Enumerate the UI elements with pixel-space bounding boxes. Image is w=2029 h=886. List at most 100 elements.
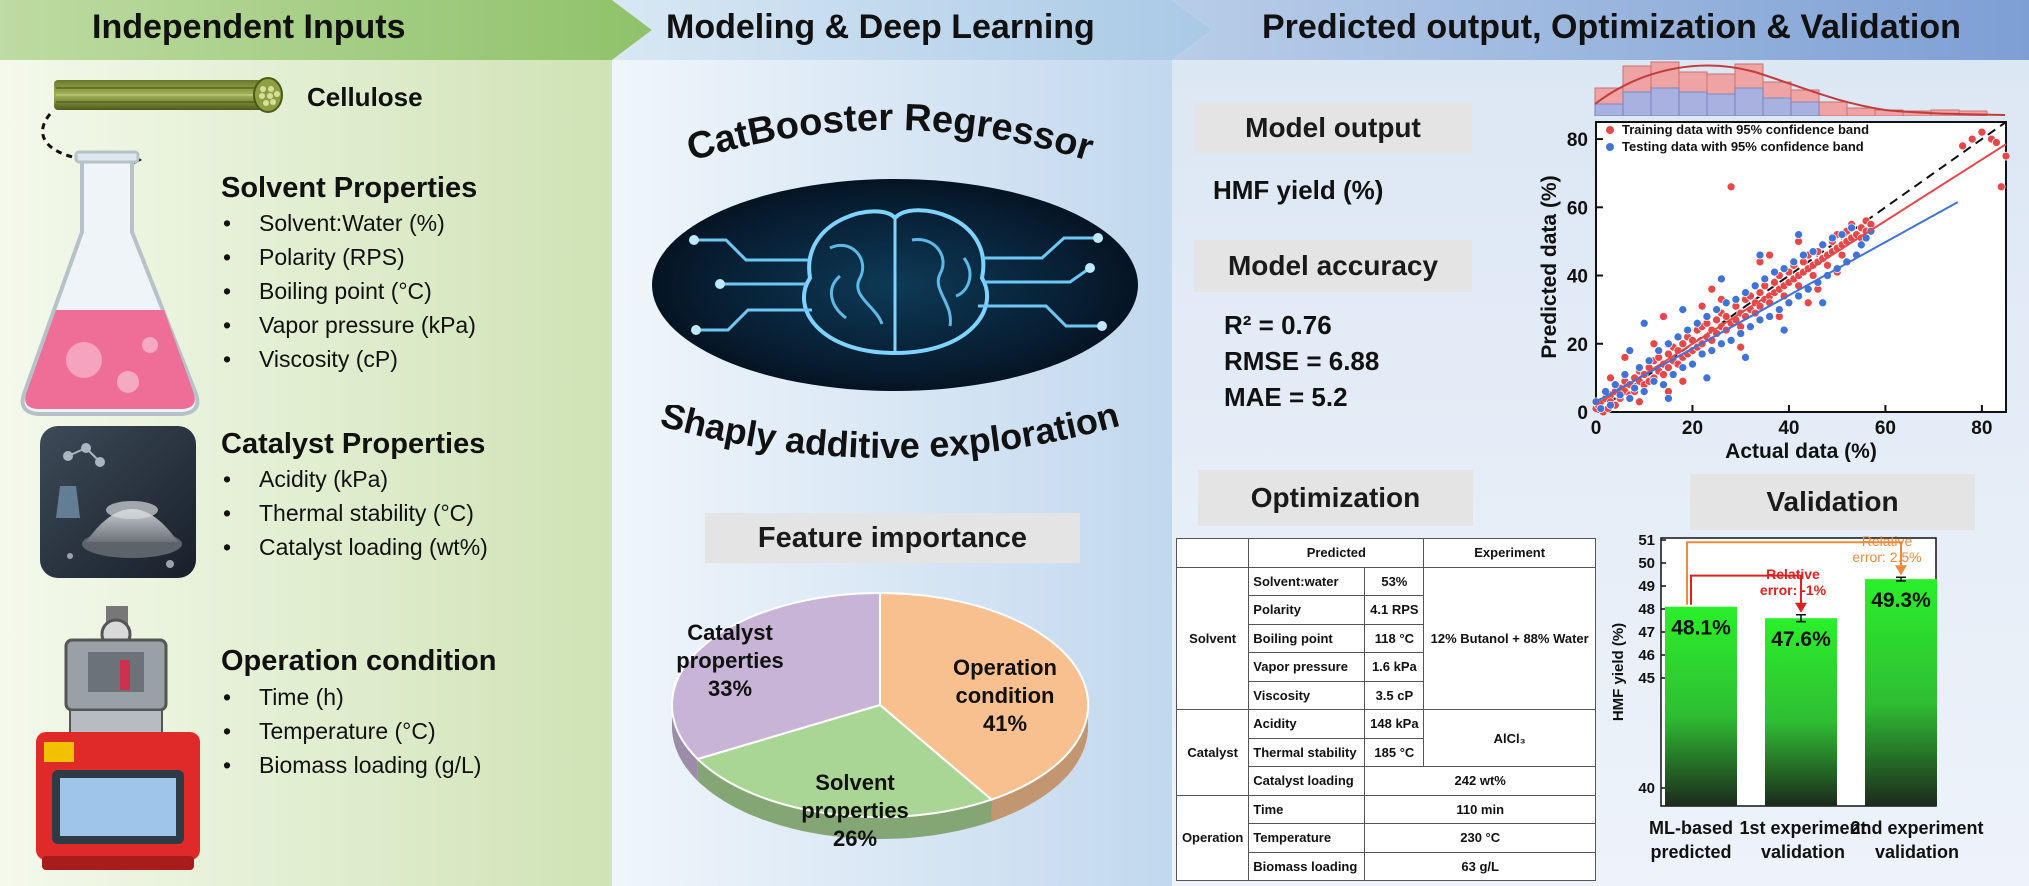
cellulose-fiber-icon — [54, 77, 283, 113]
actual-data-histogram — [1594, 61, 2006, 116]
scatter-point — [1967, 134, 1977, 144]
scatter-point — [1697, 301, 1707, 311]
y-tick-label: 60 — [1567, 198, 1588, 219]
scatter-point — [1721, 298, 1731, 308]
scatter-point — [1760, 274, 1770, 284]
table-row: Solvent Solvent:water 53% 12% Butanol + … — [1175, 566, 1596, 710]
bar — [1665, 606, 1737, 806]
scatter-point — [1808, 247, 1818, 256]
shap-title-text: Shaply additive exploration — [657, 405, 1124, 466]
category-label: ML-based — [1649, 818, 1733, 838]
annotation-label: error: -1% — [1760, 582, 1827, 598]
x-axis-label: Actual data (%) — [1725, 440, 1877, 462]
ai-brain-image — [652, 179, 1138, 391]
x-tick-label: 80 — [1971, 418, 1992, 439]
annotation-label: Relative — [1862, 533, 1913, 549]
model-output-title: Model output — [1194, 103, 1472, 153]
scatter-point — [1837, 250, 1847, 260]
value-cell: 118 °C — [1364, 623, 1425, 653]
solvent-properties-title: Solvent Properties — [221, 172, 478, 204]
param-cell: Thermal stability — [1248, 737, 1366, 767]
y-tick-label: 48 — [1638, 601, 1655, 618]
scatter-point — [1828, 233, 1837, 243]
y-tick-label: 46 — [1638, 647, 1655, 664]
table-row: Operation Time 110 min — [1175, 794, 1596, 881]
scatter-point — [1664, 394, 1673, 403]
optimization-title: Optimization — [1198, 470, 1473, 526]
list-item: Solvent:Water (%) — [221, 206, 476, 240]
pie-labels: Operationcondition41%Solventproperties26… — [676, 620, 1057, 851]
scatter-point — [1794, 230, 1803, 239]
rmse-value: RMSE = 6.88 — [1224, 346, 1380, 376]
scatter-point — [1678, 339, 1688, 349]
scatter-point — [1794, 291, 1803, 301]
pie-slice-name: properties — [801, 798, 909, 823]
histogram-bars-testing — [1594, 87, 1820, 116]
scatter-point — [1770, 278, 1779, 287]
scatter-point — [1746, 322, 1755, 332]
category-label: 1st experiment — [1739, 818, 1866, 838]
model-accuracy-title: Model accuracy — [1194, 240, 1472, 292]
scatter-point — [1847, 223, 1856, 233]
scatter-point — [1620, 370, 1630, 379]
scatter-point — [1664, 339, 1673, 349]
scatter-point — [1620, 353, 1630, 362]
y-tick-label: 51 — [1638, 532, 1655, 549]
scatter-point — [1755, 315, 1765, 325]
fit-line — [1595, 143, 2007, 407]
scatter-point — [1659, 312, 1668, 321]
scatter-point — [1630, 383, 1639, 393]
scatter-point — [1726, 336, 1736, 345]
scatter-point — [1799, 250, 1808, 260]
group-operation: Operation — [1175, 794, 1250, 881]
erlenmeyer-flask-icon — [20, 150, 200, 416]
legend-label: Testing data with 95% confidence band — [1622, 139, 1864, 154]
scatter-point — [1789, 257, 1799, 267]
catalyst-properties-title: Catalyst Properties — [221, 428, 486, 460]
list-item: Acidity (kPa) — [221, 462, 488, 496]
list-item: Polarity (RPS) — [221, 240, 476, 274]
scatter-point — [1639, 318, 1649, 328]
scatter-point — [1678, 305, 1688, 314]
legend-marker — [1606, 143, 1614, 151]
scatter-point — [1755, 250, 1765, 260]
table-header-experiment: Experiment — [1423, 538, 1596, 568]
scatter-point — [1707, 284, 1717, 294]
header-ribbon-middle — [612, 0, 1212, 60]
pie-slice — [695, 703, 994, 819]
header-ribbon-left — [0, 0, 652, 60]
scatter-point — [1649, 376, 1659, 386]
scatter-point — [1731, 295, 1741, 304]
scatter-point — [1977, 127, 1987, 137]
y-tick-label: 49 — [1638, 578, 1655, 595]
relative-error-arrow — [1690, 574, 1802, 605]
pie-slice-side — [672, 706, 698, 781]
scatter-point — [1726, 182, 1736, 192]
pie-slice — [670, 591, 881, 761]
feature-importance-pie: Operationcondition41%Solventproperties26… — [670, 591, 1090, 851]
table-row: Vapor pressure 1.6 kPa — [1177, 652, 1596, 682]
catalyst-properties-list: Acidity (kPa) Thermal stability (°C) Cat… — [221, 462, 488, 564]
pie-slice-name: Catalyst — [687, 620, 773, 645]
validation-title: Validation — [1690, 474, 1975, 530]
bar-value-label: 47.6% — [1771, 628, 1831, 651]
scatter-point — [1702, 312, 1712, 321]
param-cell: Solvent:water — [1248, 566, 1366, 596]
value-cell: 148 kPa — [1364, 709, 1425, 739]
annotation-label: Relative — [1766, 566, 1820, 582]
pie-slice-name: properties — [676, 648, 784, 673]
y-tick-label: 20 — [1567, 335, 1588, 356]
scatter-point — [1996, 182, 2006, 192]
param-cell: Viscosity — [1248, 680, 1366, 710]
table-header-predicted: Predicted — [1248, 538, 1425, 568]
list-item: Thermal stability (°C) — [221, 496, 488, 530]
y-tick-label: 47 — [1638, 624, 1655, 641]
scatter-point — [1659, 370, 1668, 379]
scatter-point — [1779, 325, 1789, 335]
scatter-point — [1678, 376, 1688, 386]
value-cell: 185 °C — [1364, 737, 1425, 767]
scatter-point — [1818, 240, 1828, 250]
annotation-label: error: 2.5% — [1852, 549, 1921, 565]
scatter-point — [1741, 353, 1750, 362]
